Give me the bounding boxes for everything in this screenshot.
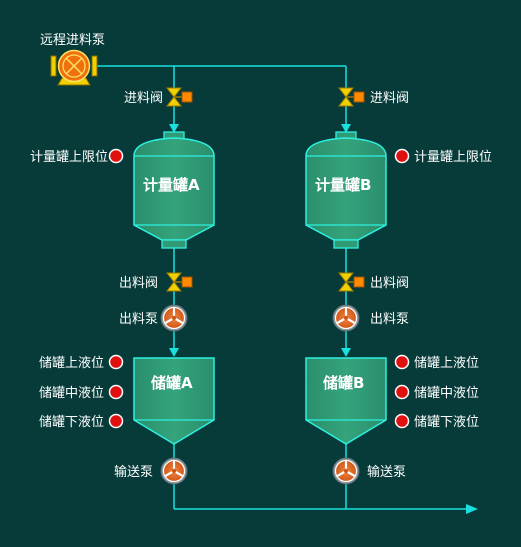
level-low-indicator-a [108, 413, 124, 429]
outlet-pump-b-label: 出料泵 [370, 312, 409, 327]
flow-arrows [169, 124, 478, 514]
level-high-indicator-b [394, 354, 410, 370]
arrow-a-inlet [169, 124, 179, 133]
level-mid-a-label: 储罐中液位 [39, 386, 104, 401]
arrow-b-outlet [341, 348, 351, 357]
inlet-valve-a-label: 进料阀 [124, 91, 163, 106]
upper-limit-a-label: 计量罐上限位 [30, 150, 108, 165]
inlet-valve-a[interactable] [166, 87, 193, 107]
metering-tank-b [305, 131, 387, 249]
upper-limit-indicator-b [394, 148, 410, 164]
metering-tank-a-title: 计量罐A [143, 176, 200, 194]
metering-tank-b-title: 计量罐B [315, 176, 371, 194]
outlet-valve-a-label: 出料阀 [119, 276, 158, 291]
transfer-pump-a-label: 输送泵 [114, 464, 153, 480]
level-mid-b-label: 储罐中液位 [414, 386, 479, 401]
storage-tank-a [133, 357, 215, 445]
level-low-indicator-b [394, 413, 410, 429]
remote-feed-pump[interactable] [50, 49, 98, 86]
inlet-valve-b-label: 进料阀 [370, 91, 409, 106]
level-mid-indicator-b [394, 384, 410, 400]
outlet-pump-a[interactable] [159, 303, 189, 333]
level-low-b-label: 储罐下液位 [414, 415, 479, 430]
outlet-valve-a[interactable] [166, 272, 193, 292]
transfer-pump-b-label: 输送泵 [367, 464, 406, 480]
outlet-valve-b-label: 出料阀 [370, 276, 409, 291]
storage-tank-b [305, 357, 387, 445]
metering-tank-a [133, 131, 215, 249]
storage-tank-a-title: 储罐A [151, 374, 193, 392]
upper-limit-indicator-a [108, 148, 124, 164]
transfer-pump-a[interactable] [159, 456, 189, 486]
level-high-a-label: 储罐上液位 [39, 356, 104, 371]
inlet-valve-b[interactable] [338, 87, 365, 107]
storage-tank-b-title: 储罐B [323, 374, 364, 392]
upper-limit-b-label: 计量罐上限位 [414, 150, 492, 165]
outlet-valve-b[interactable] [338, 272, 365, 292]
transfer-pump-b[interactable] [331, 456, 361, 486]
level-mid-indicator-a [108, 384, 124, 400]
level-high-indicator-a [108, 354, 124, 370]
outlet-pump-b[interactable] [331, 303, 361, 333]
level-high-b-label: 储罐上液位 [414, 356, 479, 371]
level-low-a-label: 储罐下液位 [39, 415, 104, 430]
arrow-a-outlet [169, 348, 179, 357]
arrow-discharge [466, 504, 478, 514]
outlet-pump-a-label: 出料泵 [119, 312, 158, 327]
remote-feed-pump-label: 远程进料泵 [40, 33, 105, 48]
arrow-b-inlet [341, 124, 351, 133]
